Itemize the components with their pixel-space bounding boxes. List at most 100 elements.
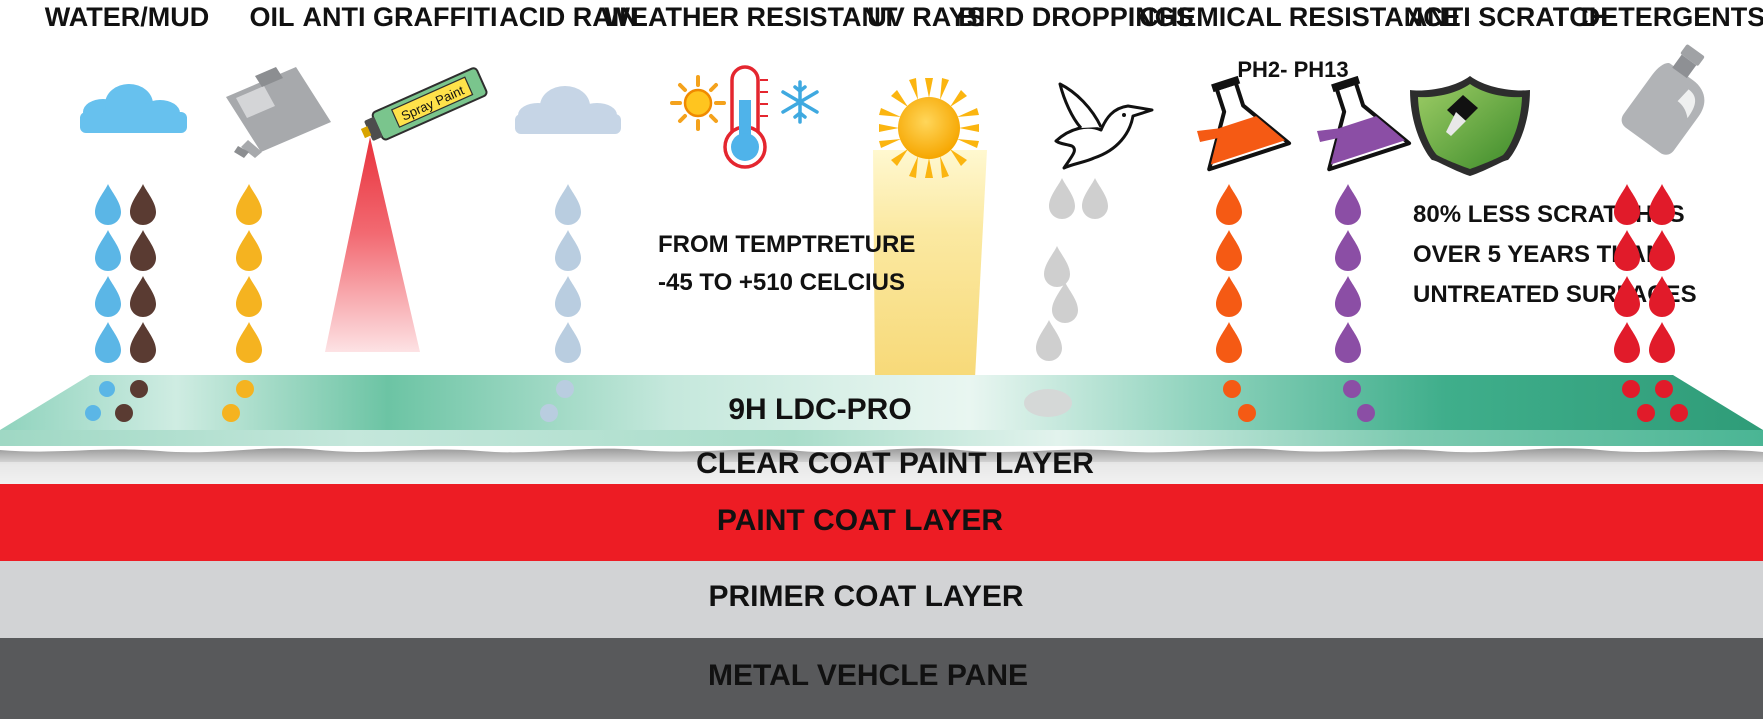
- primer-coat-layer-label: PRIMER COAT LAYER: [708, 580, 1023, 613]
- header-acid-rain: ACID RAIN: [499, 2, 639, 32]
- water-drop: [95, 184, 121, 225]
- water-splash: [85, 405, 101, 421]
- mud-splash: [130, 380, 148, 398]
- acid-rain-drop: [555, 276, 581, 317]
- acid-chemical-drop: [1216, 184, 1242, 225]
- coating-layer-top: [0, 375, 1763, 430]
- alkaline-chemical-drop: [1335, 322, 1361, 363]
- oil-drop: [236, 230, 262, 271]
- bird-drop: [1044, 246, 1070, 287]
- paint-coat-layer-label: PAINT COAT LAYER: [717, 504, 1003, 537]
- detergent-splash: [1637, 404, 1655, 422]
- header-water-mud: WATER/MUD: [45, 2, 209, 32]
- detergent-drop: [1649, 322, 1675, 363]
- acid-chemical-splash: [1223, 380, 1241, 398]
- spray-can-icon: Spray Paint: [360, 67, 488, 141]
- clear-coat-layer-label: CLEAR COAT PAINT LAYER: [696, 447, 1094, 480]
- header-oil: OIL: [250, 2, 295, 32]
- mud-splash: [115, 404, 133, 422]
- water-drop: [95, 322, 121, 363]
- bird-drop: [1049, 178, 1075, 219]
- weather-icons: [670, 65, 819, 169]
- primer-coat-layer: [0, 561, 1763, 638]
- detergent-splash: [1655, 380, 1673, 398]
- shield-icon: [1410, 76, 1530, 176]
- paint-coat-layer: [0, 484, 1763, 561]
- coating-layer-front: [0, 430, 1763, 446]
- scratch-note-line-1: 80% LESS SCRATCHES: [1413, 201, 1685, 228]
- bird-drop: [1082, 178, 1108, 219]
- layer-labels: 9H LDC-PRO CLEAR COAT PAINT LAYER PAINT …: [696, 393, 1094, 692]
- thermometer-icon: [723, 65, 768, 169]
- alkaline-chemical-drop: [1335, 230, 1361, 271]
- mud-drop: [130, 276, 156, 317]
- bird-drop: [1052, 282, 1078, 323]
- water-splash: [99, 381, 115, 397]
- category-headers: WATER/MUD OIL ANTI GRAFFITI ACID RAIN WE…: [45, 2, 1763, 32]
- dove-icon: [1054, 82, 1154, 170]
- header-weather-resistant: WEATHER RESISTANT: [605, 2, 898, 32]
- acid-rain-drop: [555, 184, 581, 225]
- water-drop: [95, 276, 121, 317]
- acid-flask-icon: [1207, 75, 1292, 172]
- acid-rain-splash: [556, 380, 574, 398]
- acid-chemical-drop: [1216, 322, 1242, 363]
- header-anti-scratch: ANTI SCRATCH: [1408, 2, 1608, 32]
- mud-drop: [130, 230, 156, 271]
- detergent-drop: [1614, 184, 1640, 225]
- weather-note-line-2: -45 TO +510 CELCIUS: [658, 269, 905, 296]
- coating-layer-label: 9H LDC-PRO: [728, 393, 911, 426]
- sun-small-icon: [670, 75, 726, 131]
- acid-pour-spout: [1197, 128, 1223, 142]
- acid-chemical-drops: [1216, 184, 1242, 363]
- oil-splash: [222, 404, 240, 422]
- oil-drop: [236, 276, 262, 317]
- acid-rain-drop: [555, 230, 581, 271]
- weather-note-line-1: FROM TEMPTRETURE: [658, 231, 915, 258]
- oil-drops: [236, 184, 262, 363]
- detergent-drop: [1614, 230, 1640, 271]
- mud-drops: [130, 184, 156, 363]
- oil-drop: [236, 322, 262, 363]
- bird-drop: [1036, 320, 1062, 361]
- metal-panel-layer: [0, 638, 1763, 719]
- chemical-range-label: PH2- PH13: [1237, 57, 1348, 82]
- mud-drop: [130, 322, 156, 363]
- metal-panel-layer-label: METAL VEHCLE PANE: [708, 659, 1028, 692]
- header-anti-graffiti: ANTI GRAFFITI: [303, 2, 498, 32]
- detergent-splash: [1670, 404, 1688, 422]
- alkaline-chemical-splash: [1343, 380, 1361, 398]
- cloud-icon: [80, 84, 187, 133]
- oil-drop: [236, 184, 262, 225]
- header-uv-rays: UV RAYS: [867, 2, 985, 32]
- acid-rain-cloud-icon: [515, 86, 621, 134]
- layer-stack: [0, 375, 1763, 719]
- header-bird-droppings: BIRD DROPPINGS: [958, 2, 1194, 32]
- alkaline-chemical-drop: [1335, 276, 1361, 317]
- detergent-drop: [1649, 184, 1675, 225]
- alkaline-chemical-drop: [1335, 184, 1361, 225]
- acid-chemical-drop: [1216, 230, 1242, 271]
- uv-beam: [873, 150, 987, 378]
- bird-droppings-drops: [1036, 178, 1108, 361]
- snowflake-icon: [781, 80, 819, 124]
- uv-sun-icon: [879, 78, 979, 178]
- detergent-drop: [1649, 230, 1675, 271]
- acid-rain-splash: [540, 404, 558, 422]
- header-detergents: DETERGENTS: [1581, 2, 1763, 32]
- oil-splash: [236, 380, 254, 398]
- oil-can-icon: [226, 67, 331, 158]
- detergent-bottle-icon: [1621, 44, 1705, 155]
- water-drops: [95, 184, 121, 363]
- acid-rain-drops: [555, 184, 581, 363]
- acid-rain-drop: [555, 322, 581, 363]
- alkaline-chemical-drops: [1335, 184, 1361, 363]
- coating-splashes: [85, 380, 1688, 422]
- water-drop: [95, 230, 121, 271]
- spray-beam: [325, 137, 420, 352]
- acid-chemical-drop: [1216, 276, 1242, 317]
- alkaline-chemical-splash: [1357, 404, 1375, 422]
- detergent-splash: [1622, 380, 1640, 398]
- mud-drop: [130, 184, 156, 225]
